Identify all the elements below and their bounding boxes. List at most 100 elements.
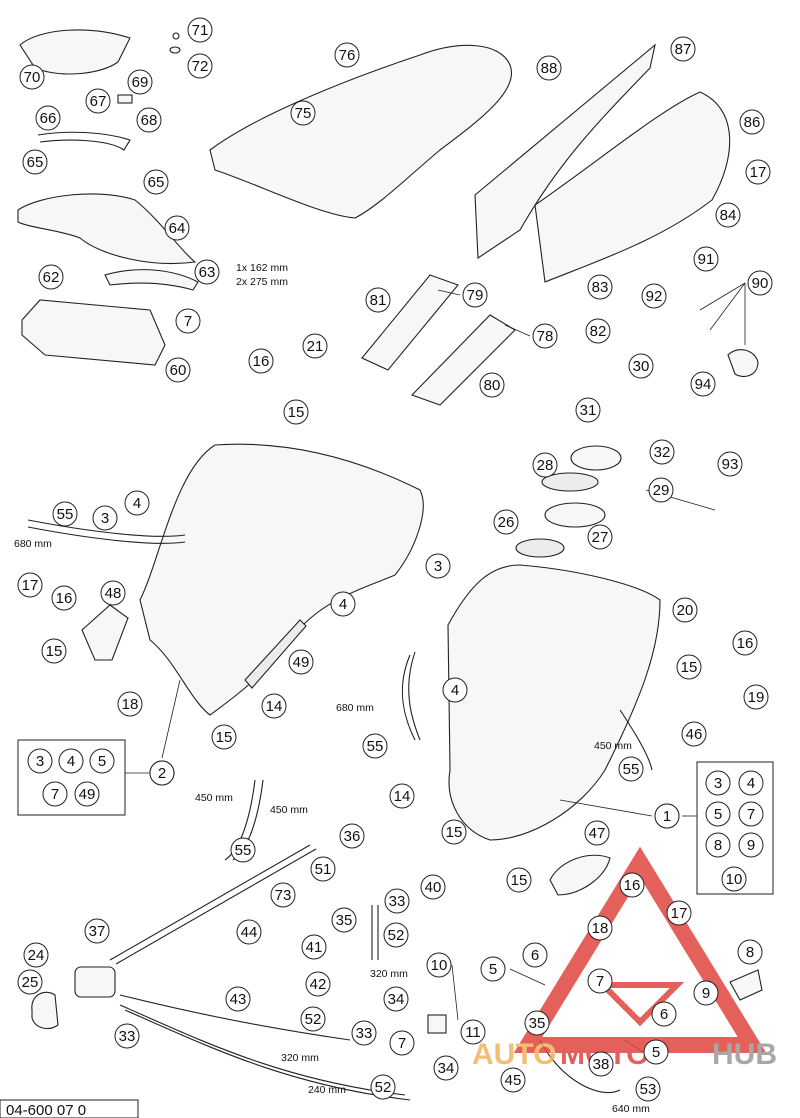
callout-52: 52 [300,1006,326,1032]
callout-label: 90 [752,275,769,292]
callout-51: 51 [310,856,336,882]
callout-55: 55 [52,501,78,527]
callout-33: 33 [114,1023,140,1049]
part-seat [209,44,513,219]
callout-label: 14 [266,698,283,715]
callout-label: 3 [101,510,109,527]
callout-73: 73 [270,882,296,908]
callout-label: 16 [56,590,73,607]
callout-15: 15 [441,819,467,845]
callout-label: 52 [388,927,405,944]
callout-label: 92 [646,288,663,305]
callout-label: 38 [593,1056,610,1073]
callout-label: 15 [681,659,698,676]
callout-63: 63 [194,259,220,285]
callout-label: 17 [671,905,688,922]
callout-label: 14 [394,788,411,805]
callout-label: 70 [24,69,41,86]
callout-17: 17 [666,900,692,926]
callout-7: 7 [389,1030,415,1056]
part-pad-81 [361,274,459,371]
callout-label: 93 [722,456,739,473]
callout-label: 18 [122,696,139,713]
callout-75: 75 [290,100,316,126]
callout-label: 31 [580,402,597,419]
callout-86: 86 [739,109,765,135]
measurement-label: 680 mm [14,538,52,550]
group-right-items: 345789101 [654,770,764,892]
callout-label: 81 [370,292,387,309]
callout-7: 7 [175,308,201,334]
callout-label: 65 [27,154,44,171]
callout-label: 6 [660,1006,668,1023]
callout-2: 2 [149,760,175,786]
callout-label: 15 [511,872,528,889]
callout-label: 64 [169,220,186,237]
callout-label: 7 [51,786,59,803]
callout-label: 28 [537,457,554,474]
callout-17: 17 [745,159,771,185]
callout-label: 79 [467,287,484,304]
measurement-label: 450 mm [594,740,632,752]
group-right-item-9: 9 [738,832,764,858]
part-ignition-lock [727,349,759,378]
measurement-label: 680 mm [336,702,374,714]
callout-label: 71 [192,22,209,39]
part-side-cover-right [534,91,731,283]
callout-4: 4 [330,591,356,617]
callout-label: 69 [132,74,149,91]
fuel-hoses [27,519,653,1101]
callout-82: 82 [585,318,611,344]
callout-25: 25 [17,969,43,995]
callout-19: 19 [743,684,769,710]
callout-label: 4 [339,596,347,613]
callout-label: 37 [89,923,106,940]
callout-21: 21 [302,333,328,359]
callout-53: 53 [635,1076,661,1102]
measurement-label: 240 mm [308,1084,346,1096]
part-side-cover-left [474,43,656,259]
part-pump-clamp [31,991,59,1030]
callout-label: 4 [747,775,755,792]
callout-label: 17 [22,577,39,594]
callout-78: 78 [532,323,558,349]
callout-label: 6 [531,947,539,964]
leader-lines [125,282,746,1053]
callout-label: 9 [747,837,755,854]
group-box-right [696,761,774,895]
callout-label: 84 [720,207,737,224]
callout-label: 21 [307,338,324,355]
callout-label: 55 [57,506,74,523]
callout-label: 44 [241,924,258,941]
part-filler-neck-27 [544,502,606,528]
callout-40: 40 [420,874,446,900]
callout-3: 3 [92,505,118,531]
callout-24: 24 [23,942,49,968]
callout-label: 76 [339,47,356,64]
callout-41: 41 [301,934,327,960]
callout-18: 18 [117,691,143,717]
callout-30: 30 [628,353,654,379]
callout-label: 5 [652,1044,660,1061]
group-right-item-3: 3 [705,770,731,796]
callout-10: 10 [426,952,452,978]
measurement-label: 320 mm [370,968,408,980]
callout-34: 34 [383,986,409,1012]
callout-80: 80 [479,372,505,398]
callout-93: 93 [717,451,743,477]
callout-43: 43 [225,986,251,1012]
watermark-word-hub: HUB [712,1038,777,1071]
callout-88: 88 [536,55,562,81]
part-screw [172,32,180,40]
callout-label: 15 [216,729,233,746]
drawing-reference: 04-600 07 0 [6,1102,86,1118]
callout-label: 60 [170,362,187,379]
callout-label: 1 [663,808,671,825]
callout-label: 78 [537,328,554,345]
callout-6: 6 [651,1001,677,1027]
callout-label: 10 [431,957,448,974]
callout-label: 9 [702,985,710,1002]
callout-15: 15 [41,638,67,664]
callout-34: 34 [433,1055,459,1081]
group-left-item-49: 49 [74,781,100,807]
